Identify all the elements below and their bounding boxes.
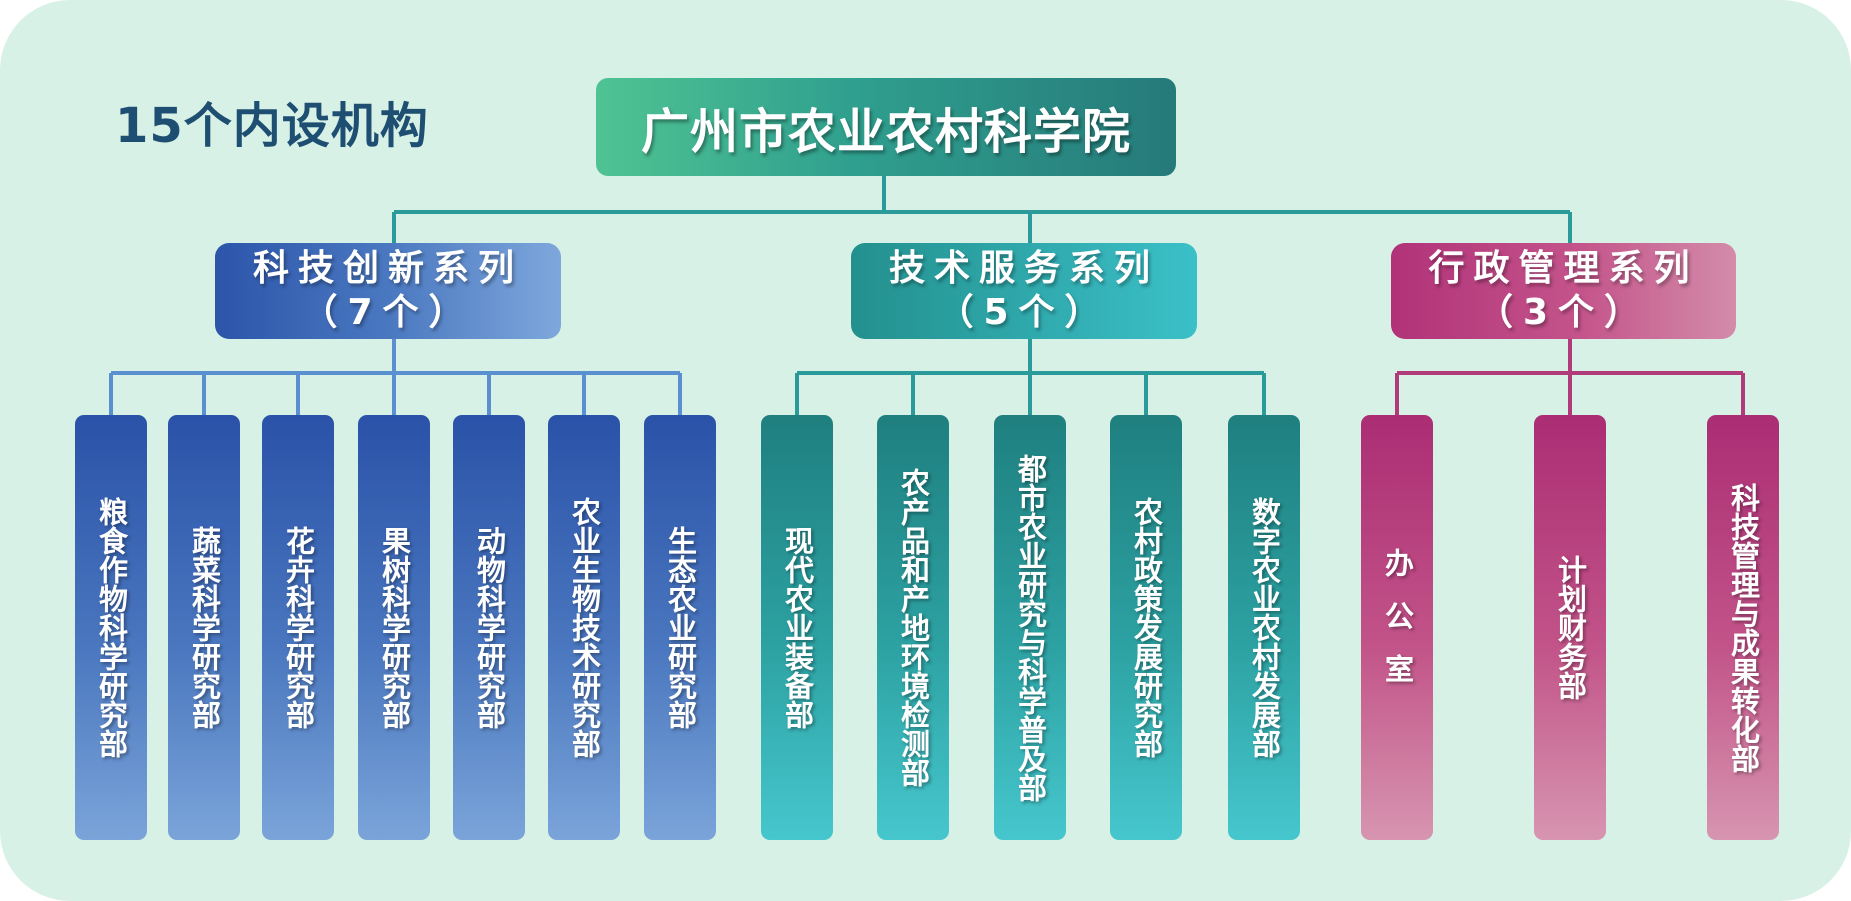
series-administration: 行政管理系列 （3个） (1391, 243, 1736, 339)
department-label: 农村政策发展研究部 (1129, 497, 1164, 758)
series-name: 行政管理系列 (1428, 248, 1699, 289)
institution-count-title: 15个内设机构 (115, 98, 429, 154)
department-label: 粮食作物科学研究部 (94, 497, 129, 758)
department-label: 计划财务部 (1553, 555, 1588, 700)
series-count: （7个） (301, 292, 475, 333)
department-label: 果树科学研究部 (377, 526, 412, 729)
department-label: 农业生物技术研究部 (567, 497, 602, 758)
department-node: 数字农业农村发展部 (1228, 415, 1300, 840)
teal-connector (795, 339, 1266, 415)
department-label: 现代农业装备部 (780, 526, 815, 729)
department-label: 科技管理与成果转化部 (1726, 482, 1761, 773)
department-label: 农产品和产地环境检测部 (896, 468, 931, 787)
department-node: 办公室 (1361, 415, 1433, 840)
blue-connector (109, 339, 682, 415)
department-label: 蔬菜科学研究部 (187, 526, 222, 729)
department-node: 农村政策发展研究部 (1110, 415, 1182, 840)
root-node: 广州市农业农村科学院 (596, 78, 1176, 176)
root-connector (392, 176, 1572, 243)
department-node: 都市农业研究与科学普及部 (994, 415, 1066, 840)
series-innovation: 科技创新系列 （7个） (215, 243, 561, 339)
pink-connector (1395, 339, 1745, 415)
department-label: 花卉科学研究部 (281, 526, 316, 729)
department-node: 农产品和产地环境检测部 (877, 415, 949, 840)
department-label: 数字农业农村发展部 (1247, 497, 1282, 758)
department-node: 科技管理与成果转化部 (1707, 415, 1779, 840)
department-label: 都市农业研究与科学普及部 (1013, 453, 1048, 802)
series-count: （5个） (937, 292, 1111, 333)
department-node: 生态农业研究部 (644, 415, 716, 840)
department-node: 花卉科学研究部 (262, 415, 334, 840)
series-tech-service: 技术服务系列 （5个） (851, 243, 1197, 339)
series-count: （3个） (1476, 292, 1651, 333)
root-label: 广州市农业农村科学院 (640, 104, 1131, 160)
department-node: 现代农业装备部 (761, 415, 833, 840)
department-node: 动物科学研究部 (453, 415, 525, 840)
series-name: 科技创新系列 (252, 248, 523, 289)
department-label: 生态农业研究部 (663, 526, 698, 729)
series-name: 技术服务系列 (888, 248, 1159, 289)
department-node: 农业生物技术研究部 (548, 415, 620, 840)
department-node: 蔬菜科学研究部 (168, 415, 240, 840)
department-node: 粮食作物科学研究部 (75, 415, 147, 840)
department-label: 动物科学研究部 (472, 526, 507, 729)
department-label: 办公室 (1380, 548, 1415, 707)
department-node: 计划财务部 (1534, 415, 1606, 840)
department-node: 果树科学研究部 (358, 415, 430, 840)
